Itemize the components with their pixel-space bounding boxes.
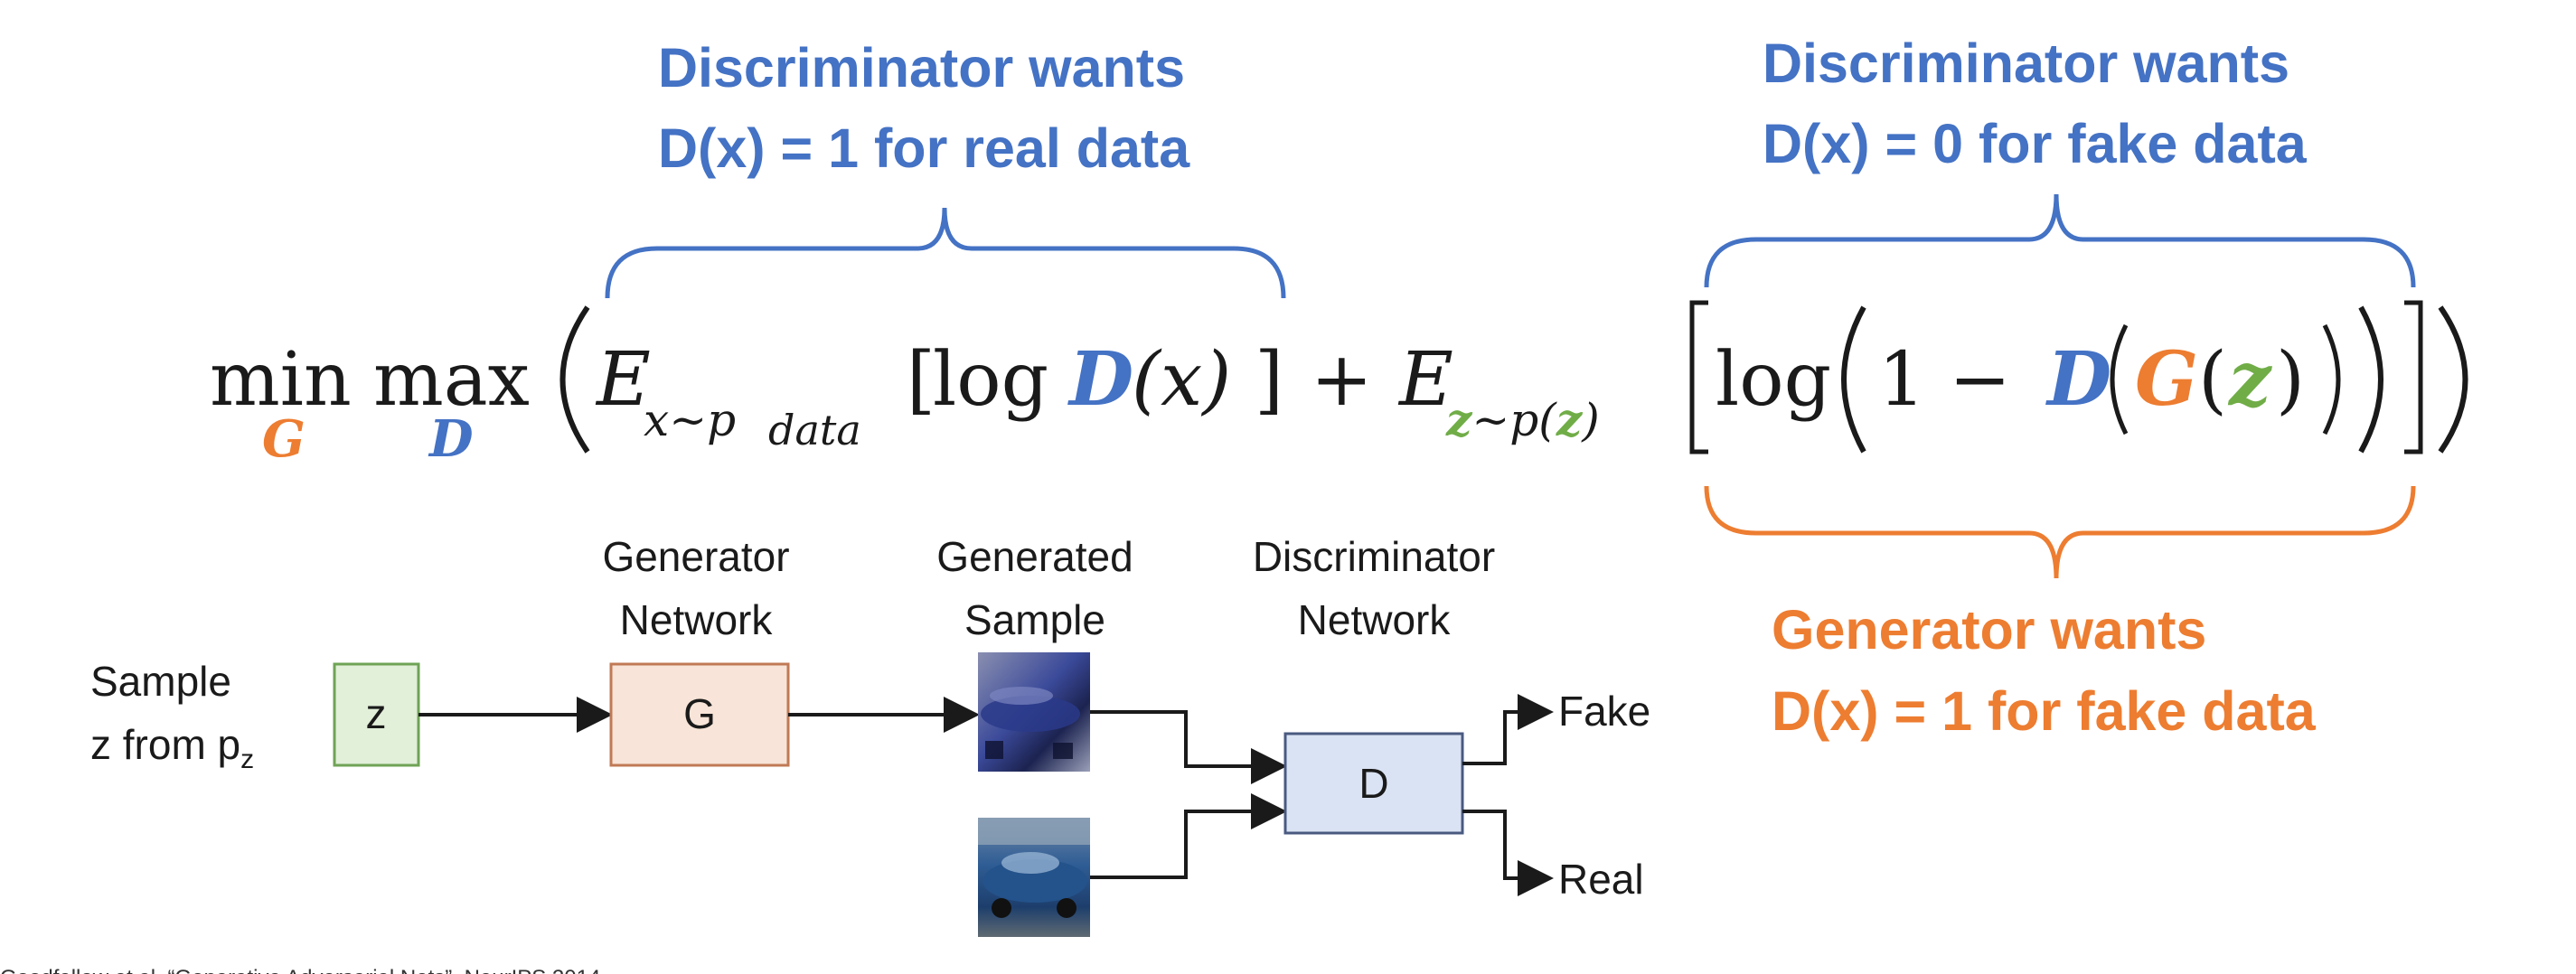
eq-bracket-open-1: [: [907, 337, 935, 423]
disc-fake-brace: [1704, 193, 2416, 288]
eq-paren-close-d: [2322, 323, 2341, 435]
arrow-real-sample-to-d: [1090, 793, 1287, 879]
arrow-d-to-real: [1462, 810, 1554, 896]
eq-e2-sub-mid: ~p(: [1471, 394, 1557, 446]
gen-sample-label-line1: Generated: [936, 533, 1133, 580]
eq-paren-open-d: [2110, 323, 2129, 435]
d-box-label: D: [1359, 760, 1388, 807]
real-sample-image: [978, 818, 1090, 937]
sample-label-sub: z: [240, 745, 254, 774]
eq-min-sub-g: G: [262, 409, 306, 469]
eq-z: z: [2227, 336, 2272, 423]
eq-expectation-2: E: [1397, 337, 1453, 423]
arrow-d-to-fake: [1462, 694, 1554, 765]
eq-g: G: [2135, 336, 2198, 423]
eq-big-paren-close: [2358, 305, 2383, 454]
eq-d-2: D: [2045, 336, 2111, 423]
eq-paren-close-g: ): [2276, 337, 2305, 423]
eq-paren-open-g: (: [2198, 337, 2227, 423]
output-fake-label: Fake: [1558, 688, 1650, 735]
d-box: [1283, 732, 1464, 835]
sample-label-line2: z from pz: [90, 721, 254, 774]
output-real-label: Real: [1558, 856, 1644, 903]
gen-sample-label-line2: Sample: [964, 596, 1105, 643]
eq-expectation-2-sub: z~p(z): [1445, 393, 1600, 446]
gen-annotation-line1: Generator wants: [1772, 599, 2206, 660]
generated-sample-image: [978, 652, 1090, 772]
eq-open-paren: [559, 305, 590, 454]
minimax-equation: min G max D E x~p data [ log D (x) ] + E…: [210, 300, 2468, 469]
gen-network-label-line1: Generator: [602, 533, 789, 580]
eq-bracket-close-1: ]: [1255, 337, 1283, 423]
disc-fake-annotation-line1: Discriminator wants: [1763, 33, 2289, 94]
eq-max: max: [373, 337, 530, 423]
eq-plus: +: [1311, 337, 1373, 423]
eq-e2-sub-close: ): [1581, 394, 1600, 446]
eq-min: min: [210, 337, 352, 423]
eq-expectation-1-subsub: data: [768, 406, 861, 454]
disc-real-annotation-line1: Discriminator wants: [658, 37, 1185, 98]
eq-x: (x): [1132, 337, 1231, 423]
gen-network-label-line2: Network: [620, 596, 774, 643]
disc-network-label-line1: Discriminator: [1253, 533, 1495, 580]
g-box-label: G: [683, 690, 716, 737]
eq-e2-sub-z: z: [1445, 393, 1473, 446]
eq-one-minus: 1 −: [1878, 337, 2011, 423]
citation: Goodfellow et al, “Generative Adversaria…: [0, 966, 600, 974]
arrow-fake-sample-to-d: [1090, 710, 1287, 784]
gen-annotation-line2: D(x) = 1 for fake data: [1772, 680, 2317, 742]
sample-label-line1: Sample: [90, 658, 231, 705]
eq-big-paren-open: [1841, 305, 1866, 454]
generator-brace: [1704, 485, 2416, 579]
eq-e2-sub-z2: z: [1556, 393, 1584, 446]
disc-network-label-line2: Network: [1298, 596, 1452, 643]
eq-big-bracket-close: [2404, 300, 2423, 454]
eq-expectation-1: E: [595, 337, 651, 423]
eq-log-2: log: [1716, 337, 1831, 423]
eq-max-sub-d: D: [428, 409, 474, 469]
eq-big-bracket-open: [1689, 300, 1708, 454]
eq-close-paren: [2438, 305, 2468, 454]
g-box: [609, 662, 790, 767]
disc-real-brace: [605, 207, 1286, 299]
eq-d-1: D: [1067, 336, 1133, 423]
sample-label-line2-text: z from p: [90, 721, 240, 768]
eq-log-1: log: [933, 337, 1048, 423]
z-box-label: z: [366, 690, 387, 737]
eq-expectation-1-sub: x~p: [644, 394, 736, 446]
z-box: [333, 662, 420, 767]
disc-fake-annotation-line2: D(x) = 0 for fake data: [1763, 113, 2308, 174]
disc-real-annotation-line2: D(x) = 1 for real data: [658, 117, 1190, 179]
